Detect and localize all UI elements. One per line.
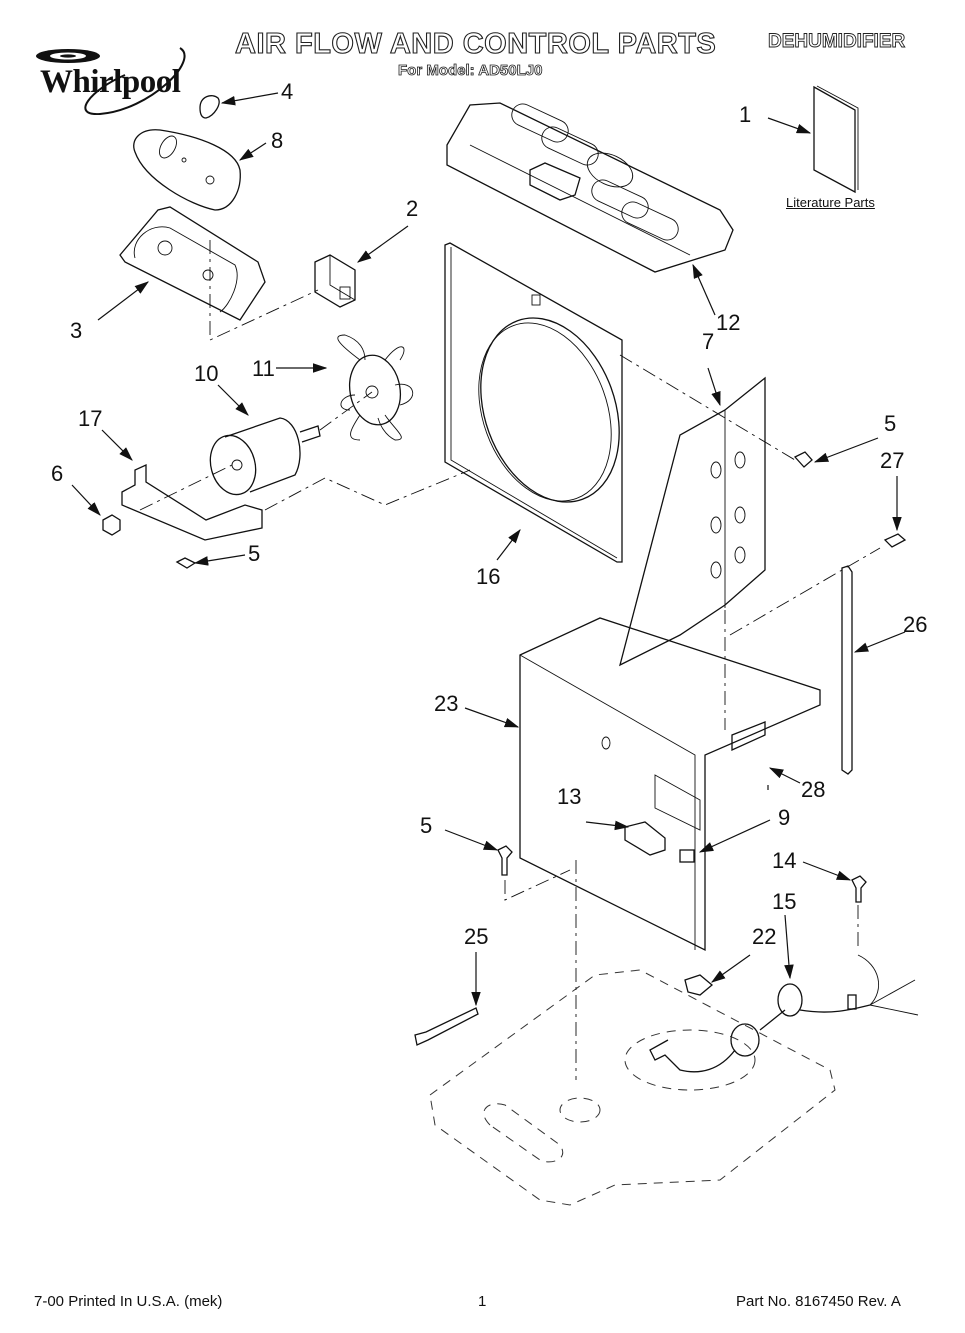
fan-shroud-part <box>444 242 623 563</box>
product-type: DEHUMIDIFIER <box>768 31 906 53</box>
part-number: Part No. 8167450 Rev. A <box>736 1293 901 1310</box>
evaporator-bracket-part <box>619 376 766 667</box>
callout-arrows <box>71 92 906 1007</box>
screw-part <box>793 451 813 468</box>
callout-1: 1 <box>739 102 752 127</box>
screw-27-part <box>883 533 907 548</box>
callout-14: 14 <box>772 848 797 873</box>
control-panel-part <box>119 206 266 321</box>
callout-15: 15 <box>772 889 797 914</box>
callout-3: 3 <box>70 318 83 343</box>
callout-6: 6 <box>51 461 64 486</box>
literature-parts-label: Literature Parts <box>786 195 875 210</box>
page-title: AIR FLOW AND CONTROL PARTS <box>234 27 717 60</box>
logo-swirl-icon <box>36 47 186 116</box>
bucket-switch-part <box>624 821 666 856</box>
model-number: For Model: AD50LJ0 <box>398 62 543 80</box>
literature-booklet <box>813 85 859 194</box>
callout-5-bottom: 5 <box>420 813 433 838</box>
screw-part <box>497 845 513 876</box>
ground-screw-part <box>851 875 867 903</box>
cable-tie-part <box>414 1007 479 1046</box>
callout-12: 12 <box>716 310 741 335</box>
callout-23: 23 <box>434 691 459 716</box>
callout-17: 17 <box>78 406 103 431</box>
cord-clamp-part <box>684 974 714 996</box>
callout-10: 10 <box>194 361 219 386</box>
callout-7: 7 <box>702 329 715 354</box>
fan-blade-part <box>337 334 413 441</box>
callout-2: 2 <box>406 196 419 221</box>
callout-25: 25 <box>464 924 489 949</box>
page-number: 1 <box>478 1293 487 1310</box>
channel-strip-part <box>841 565 853 775</box>
motor-bracket-part <box>121 463 263 541</box>
cabinet-housing-part <box>519 617 821 952</box>
power-cord-part <box>649 954 919 1073</box>
callout-27: 27 <box>880 448 905 473</box>
brand-name: Whirlpool <box>40 64 181 100</box>
callout-13: 13 <box>557 784 582 809</box>
callout-9: 9 <box>778 805 791 830</box>
top-cover-part <box>446 102 734 273</box>
bracket-clip-part <box>731 721 766 752</box>
base-pan-outline <box>429 969 836 1206</box>
callout-5-right: 5 <box>884 411 897 436</box>
control-overlay-part <box>133 129 241 211</box>
connector-part <box>679 849 695 863</box>
callout-11: 11 <box>252 356 275 381</box>
callout-5-left: 5 <box>248 541 261 566</box>
callout-8: 8 <box>271 128 284 153</box>
screw-part <box>175 557 197 569</box>
nut-part <box>102 514 121 536</box>
whirlpool-logo: Whirlpool <box>30 40 195 116</box>
callout-16: 16 <box>476 564 501 589</box>
callout-28: 28 <box>801 777 826 802</box>
knob-part <box>199 95 220 119</box>
callout-22: 22 <box>752 924 777 949</box>
print-info: 7-00 Printed In U.S.A. (mek) <box>34 1293 223 1310</box>
switch-housing-part <box>314 254 356 308</box>
callout-4: 4 <box>281 79 294 104</box>
callout-26: 26 <box>903 612 928 637</box>
fan-motor-part <box>209 417 321 496</box>
